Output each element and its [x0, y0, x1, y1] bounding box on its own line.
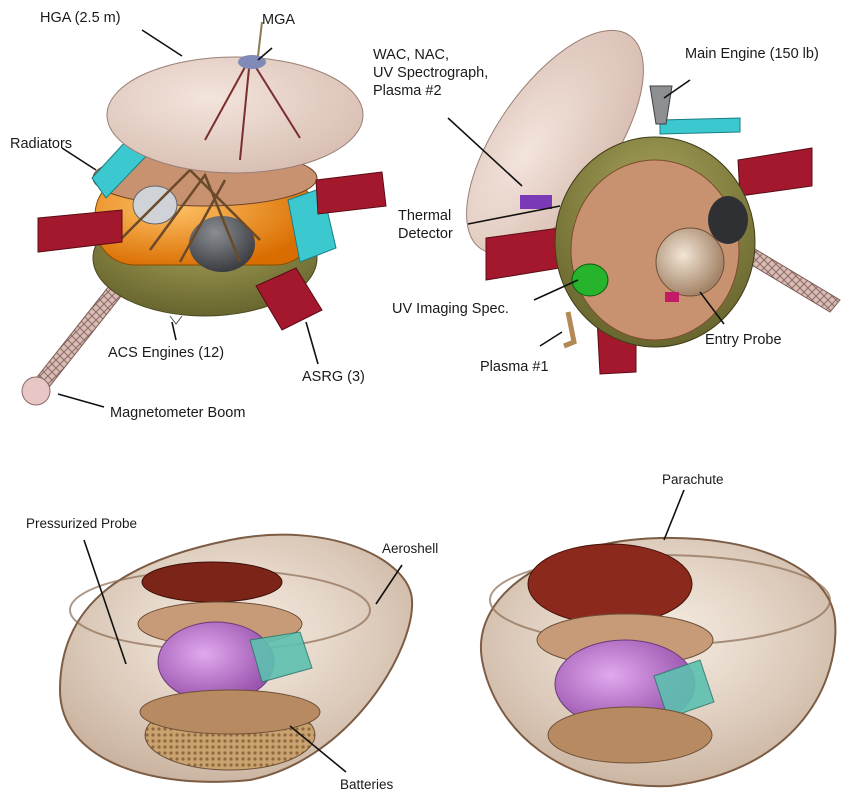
- label-asrg: ASRG (3): [302, 368, 365, 386]
- label-wac-line1: WAC, NAC,: [373, 46, 449, 64]
- asrg-right-top: [738, 148, 812, 196]
- entry-probe-body: [656, 228, 724, 296]
- label-pressurized-probe: Pressurized Probe: [26, 515, 137, 533]
- label-entry-probe: Entry Probe: [705, 331, 782, 349]
- label-thermal-line2: Detector: [398, 225, 453, 243]
- probe-base-ring: [140, 690, 320, 734]
- magnetometer-sensor: [22, 377, 50, 405]
- label-uv-imaging: UV Imaging Spec.: [392, 300, 509, 318]
- label-parachute: Parachute: [662, 471, 724, 489]
- asrg-right: [316, 172, 386, 214]
- main-engine: [650, 86, 672, 124]
- probe-base-right: [548, 707, 712, 763]
- label-radiators: Radiators: [10, 135, 72, 153]
- label-batteries: Batteries: [340, 776, 393, 794]
- probe-right: [481, 490, 835, 786]
- leaders-probe-right: [664, 490, 684, 540]
- parachute-canister: [528, 544, 692, 624]
- instrument-block-2: [665, 292, 679, 302]
- label-acs-engines: ACS Engines (12): [108, 344, 224, 362]
- label-hga: HGA (2.5 m): [40, 9, 121, 27]
- label-mga: MGA: [262, 11, 295, 29]
- plasma-1-sensor: [564, 312, 574, 346]
- label-aeroshell: Aeroshell: [382, 540, 438, 558]
- label-main-engine: Main Engine (150 lb): [685, 45, 819, 63]
- hga-dish: [107, 57, 363, 173]
- probe-left: [60, 535, 412, 782]
- label-plasma1: Plasma #1: [480, 358, 549, 376]
- instrument-block: [520, 195, 552, 209]
- radiator-top: [660, 118, 740, 134]
- label-magnetometer-boom: Magnetometer Boom: [110, 404, 245, 422]
- label-wac-line3: Plasma #2: [373, 82, 442, 100]
- tank-right: [708, 196, 748, 244]
- parachute-canister-left: [142, 562, 282, 602]
- label-wac-line2: UV Spectrograph,: [373, 64, 488, 82]
- label-thermal-line1: Thermal: [398, 207, 451, 225]
